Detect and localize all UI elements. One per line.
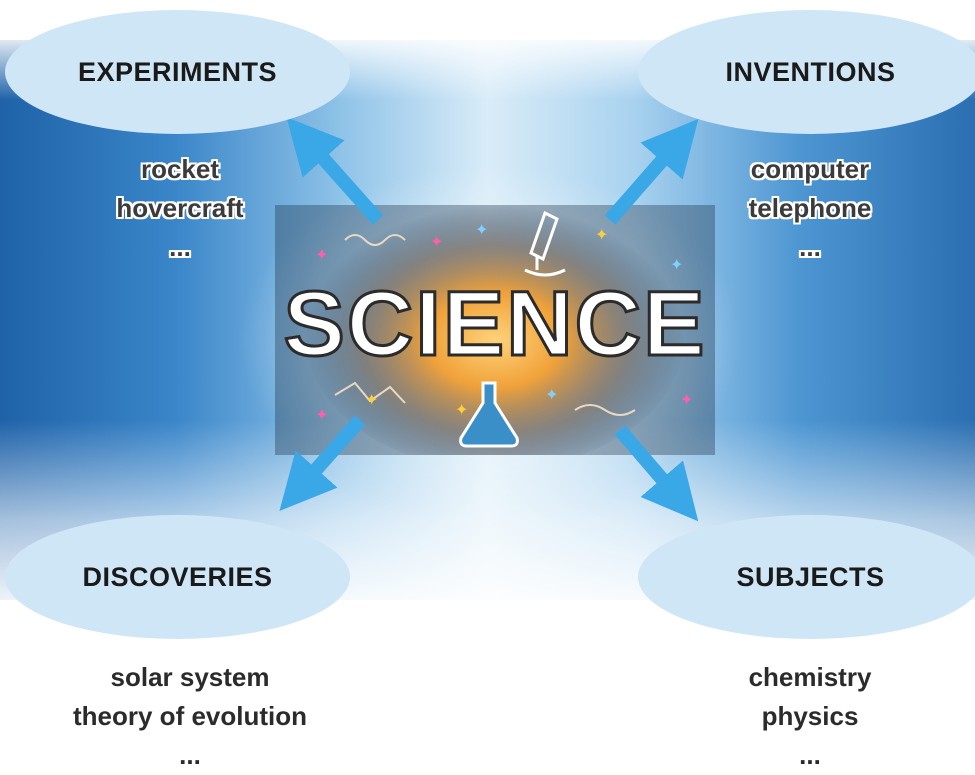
discoveries-title: DISCOVERIES: [82, 561, 273, 592]
svg-text:✦: ✦: [315, 407, 328, 424]
svg-text:✦: ✦: [595, 227, 608, 244]
list-item: ...: [179, 740, 201, 770]
molecule-doodle-icon: [334, 234, 636, 416]
svg-text:✦: ✦: [315, 247, 328, 264]
subjects-node: SUBJECTS: [638, 515, 975, 639]
discoveries-node: DISCOVERIES: [5, 515, 350, 639]
experiments-list: rocket hovercraft ...: [80, 150, 280, 267]
inventions-title: INVENTIONS: [725, 56, 896, 87]
svg-text:✦: ✦: [680, 392, 693, 409]
svg-text:✦: ✦: [365, 392, 378, 409]
experiments-title: EXPERIMENTS: [77, 56, 278, 87]
subjects-list: chemistry physics ...: [710, 658, 910, 775]
svg-text:✦: ✦: [545, 387, 558, 404]
inventions-list: computer telephone ...: [710, 150, 910, 267]
experiments-node: EXPERIMENTS: [5, 10, 350, 134]
center-science-word: SCIENCE: [284, 273, 707, 375]
science-center-image: ✦ ✦ ✦ ✦ ✦ ✦ ✦ ✦ ✦ ✦ SCIENCE: [275, 205, 715, 455]
list-item: telephone: [748, 193, 872, 223]
list-item: ...: [799, 740, 821, 770]
list-item: hovercraft: [116, 193, 244, 223]
subjects-title: SUBJECTS: [736, 561, 885, 592]
svg-text:✦: ✦: [475, 222, 488, 239]
svg-text:✦: ✦: [455, 402, 468, 419]
svg-text:✦: ✦: [430, 234, 443, 251]
list-item: computer: [750, 154, 870, 184]
list-item: ...: [169, 232, 191, 262]
inventions-node: INVENTIONS: [638, 10, 975, 134]
list-item: chemistry: [748, 662, 872, 692]
discoveries-list: solar system theory of evolution ...: [20, 658, 360, 775]
list-item: ...: [799, 232, 821, 262]
list-item: theory of evolution: [73, 701, 307, 731]
microscope-icon: [524, 210, 566, 277]
list-item: solar system: [110, 662, 270, 692]
list-item: physics: [761, 701, 859, 731]
svg-text:✦: ✦: [670, 257, 683, 274]
flask-icon: [459, 381, 519, 448]
list-item: rocket: [140, 154, 220, 184]
